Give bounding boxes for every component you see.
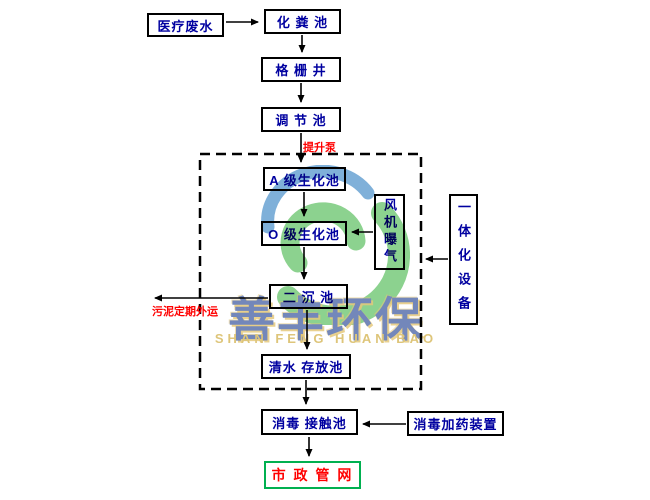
node-a-level-biochemical-tank: A 级生化池 [263,167,346,191]
node-medical-wastewater: 医疗废水 [147,13,224,37]
integrated-equipment-dashed-boundary [198,152,423,391]
node-clear-water-storage-tank: 清水 存放池 [261,354,351,379]
node-integrated-equipment: 一体化设备 [449,194,478,325]
node-secondary-sedimentation-tank: 二 沉 池 [269,284,348,309]
node-septic-tank: 化 粪 池 [264,9,341,34]
node-disinfection-contact-tank: 消毒 接触池 [261,409,358,435]
node-disinfection-dosing-device: 消毒加药装置 [407,411,504,436]
node-o-level-biochemical-tank: O 级生化池 [261,221,347,246]
label-lift-pump: 提升泵 [303,142,336,154]
label-sludge-removal: 污泥定期外运 [152,306,218,318]
node-grid-well: 格 栅 井 [261,57,341,82]
node-regulating-tank: 调 节 池 [261,107,341,132]
node-fan-aeration: 风机曝气 [374,194,405,270]
node-municipal-pipe-network: 市 政 管 网 [264,461,361,489]
